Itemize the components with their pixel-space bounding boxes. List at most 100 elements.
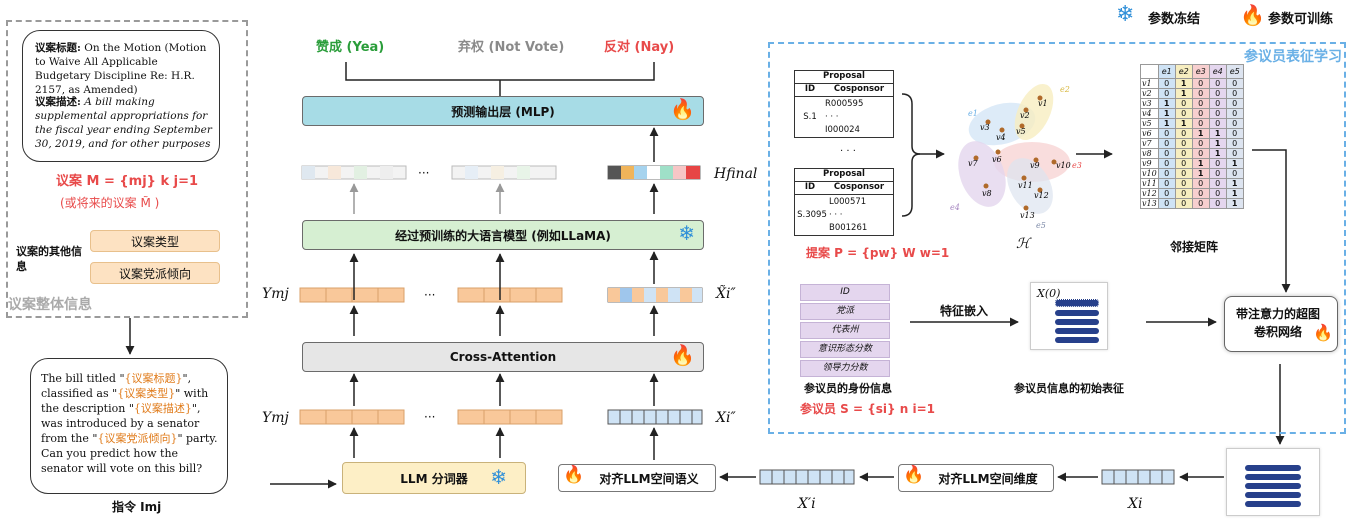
- mlp-label: 预测输出层 (MLP): [451, 104, 555, 119]
- bill-desc-label: 议案描述:: [35, 96, 81, 108]
- x-prime-label: X′i: [798, 496, 816, 512]
- align-semantic[interactable]: 🔥 对齐LLM空间语义: [558, 464, 716, 492]
- adj-cell: 0: [1174, 168, 1193, 179]
- hypergraph-label: ℋ: [1016, 236, 1030, 252]
- x-dprime-strip: [607, 409, 703, 425]
- adj-cell: 0: [1225, 168, 1244, 179]
- proposal-table-1: Proposal ID Cosponsor S.1 R000595 · · · …: [794, 70, 894, 138]
- y-mj-top-strip-2: [457, 287, 563, 303]
- adj-cell: 0: [1225, 148, 1244, 159]
- feature-embed-label: 特征嵌入: [940, 304, 989, 318]
- adj-row-label: v9: [1140, 158, 1159, 169]
- adj-cell: 0: [1174, 198, 1193, 209]
- x-tilde-strip: [607, 287, 703, 303]
- adj-cell: 0: [1157, 88, 1176, 99]
- prompt-placeholder-title: {议案标题}: [124, 372, 183, 385]
- h-final-strip-2: [451, 165, 557, 180]
- svg-text:v9: v9: [1030, 161, 1040, 170]
- flame-icon: 🔥: [903, 465, 925, 485]
- proposal-table-1-row-id: S.1: [803, 112, 817, 122]
- adj-row-label: v12: [1140, 188, 1159, 199]
- cosponsor-value: · · ·: [825, 111, 839, 122]
- cosponsor-value: · · ·: [829, 209, 843, 220]
- svg-text:v1: v1: [1038, 99, 1048, 108]
- x-output-matrix: [1226, 448, 1320, 516]
- snowflake-icon: ❄: [1116, 2, 1135, 27]
- adjacency-label: 邻接矩阵: [1170, 240, 1219, 254]
- adj-cell: 0: [1174, 108, 1193, 119]
- svg-text:e3: e3: [1072, 161, 1082, 170]
- adj-cell: 1: [1225, 158, 1244, 169]
- svg-text:e5: e5: [1036, 221, 1046, 230]
- adj-cell: 0: [1157, 138, 1176, 149]
- init-repr-label: 参议员信息的初始表征: [1014, 382, 1124, 395]
- adj-cell: 1: [1191, 168, 1210, 179]
- adj-row-label: v8: [1140, 148, 1159, 159]
- adj-cell: 0: [1157, 168, 1176, 179]
- adj-cell: 0: [1157, 128, 1176, 139]
- adj-cell: 0: [1225, 78, 1244, 89]
- adj-row-label: v11: [1140, 178, 1159, 189]
- adj-cell: 0: [1191, 78, 1210, 89]
- identity-chip: ID: [800, 284, 890, 301]
- legend-frozen: 参数冻结: [1148, 12, 1201, 27]
- bill-party-chip: 议案党派倾向: [90, 262, 220, 284]
- hgcn-box[interactable]: 带注意力的超图卷积网络 🔥: [1224, 296, 1338, 352]
- x-i-label: Xi: [1128, 496, 1143, 512]
- adj-row-label: v4: [1140, 108, 1159, 119]
- dots-ymj-bottom: ···: [424, 410, 436, 424]
- prompt-text-3: " with the description ": [41, 387, 209, 415]
- adj-cell: 0: [1191, 98, 1210, 109]
- adj-cell: 0: [1208, 198, 1227, 209]
- bill-info-panel: 议案标题: On the Motion (Motion to Waive All…: [6, 20, 248, 318]
- adj-cell: 0: [1174, 188, 1193, 199]
- adj-cell: 0: [1174, 98, 1193, 109]
- proposal-table-1-col-id: ID: [804, 84, 816, 94]
- x0-matrix: X(0): [1030, 282, 1108, 350]
- cosponsor-value: R000595: [825, 98, 864, 109]
- svg-text:v11: v11: [1018, 181, 1033, 190]
- identity-chip: 代表州: [800, 322, 890, 339]
- y-mj-top-strip-1: [299, 287, 405, 303]
- future-bill-note: (或将来的议案 M̃ ): [60, 196, 160, 210]
- flame-icon: 🔥: [563, 465, 585, 485]
- adj-cell: 0: [1157, 158, 1176, 169]
- adj-cell: 1: [1174, 78, 1193, 89]
- proposal-table-1-header: Proposal: [795, 71, 893, 84]
- llm-tokenizer[interactable]: LLM 分词器 ❄: [342, 462, 526, 494]
- align-dimension[interactable]: 🔥 对齐LLM空间维度: [898, 464, 1054, 492]
- svg-text:e2: e2: [1060, 85, 1070, 94]
- adj-header-e3: e3: [1191, 64, 1210, 79]
- adj-header-e2: e2: [1174, 64, 1193, 79]
- adj-row-label: v10: [1140, 168, 1159, 179]
- llm-label: 经过预训练的大语言模型 (例如LLaMA): [395, 228, 611, 243]
- adj-cell: 1: [1208, 138, 1227, 149]
- svg-text:v3: v3: [980, 123, 990, 132]
- adj-cell: 0: [1174, 128, 1193, 139]
- svg-text:v8: v8: [982, 189, 992, 198]
- adj-cell: 0: [1174, 178, 1193, 189]
- prompt-text-1: The bill titled ": [41, 372, 125, 385]
- adj-row-label: v7: [1140, 138, 1159, 149]
- svg-text:v6: v6: [992, 155, 1002, 164]
- y-mj-bottom-strip-1: [299, 409, 405, 425]
- pretrained-llm: 经过预训练的大语言模型 (例如LLaMA) ❄: [302, 220, 704, 250]
- svg-text:e1: e1: [968, 109, 978, 118]
- x-tilde-label: X̃i″: [716, 286, 736, 302]
- y-mj-bottom-strip-2: [457, 409, 563, 425]
- proposal-table-2-header: Proposal: [795, 169, 893, 182]
- output-notvote: 弃权 (Not Vote): [458, 40, 565, 55]
- svg-text:v10: v10: [1056, 161, 1071, 170]
- adj-cell: 0: [1225, 88, 1244, 99]
- cosponsor-value: B001261: [829, 222, 868, 233]
- adj-cell: 0: [1225, 128, 1244, 139]
- other-info-label: 议案的其他信息: [16, 245, 82, 273]
